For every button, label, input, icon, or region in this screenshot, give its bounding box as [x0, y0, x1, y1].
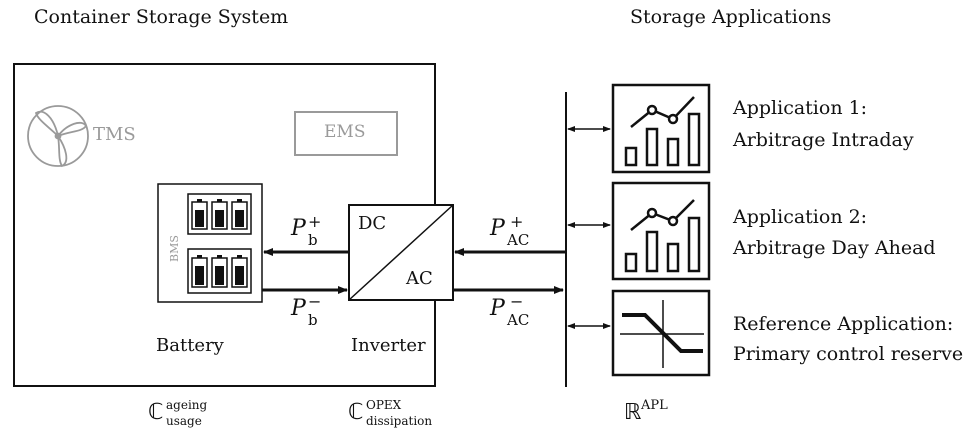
droop-curve-icon [620, 300, 704, 368]
application-2-box [611, 181, 711, 281]
r-apl-label: ℝ APL [624, 398, 668, 425]
reference-application-subtitle: Primary control reserve [733, 343, 964, 365]
application-2-title: Application 2: [733, 206, 868, 228]
bms-label: BMS [168, 235, 181, 262]
battery-box [157, 183, 263, 303]
storage-applications-title: Storage Applications [630, 6, 832, 28]
pac-plus-label: P + AC [490, 212, 530, 249]
pb-plus-label: P + b [291, 212, 322, 249]
pac-minus-label: P − AC [490, 292, 530, 329]
reference-application-title: Reference Application: [733, 313, 954, 335]
application-1-subtitle: Arbitrage Intraday [733, 129, 914, 151]
reference-application-box [611, 289, 711, 377]
inverter-ac-label: AC [406, 268, 433, 289]
ems-box [294, 111, 398, 156]
chart-icon [624, 96, 701, 167]
tms-label: TMS [93, 124, 136, 145]
battery-cells-bottom [191, 255, 248, 288]
c-ageing-usage-label: ℂ ageing usage [148, 398, 208, 428]
inverter-dc-label: DC [358, 213, 387, 234]
fan-icon [27, 105, 89, 168]
battery-label: Battery [156, 335, 224, 356]
application-2-subtitle: Arbitrage Day Ahead [733, 237, 936, 259]
chart-icon [624, 199, 701, 273]
application-1-title: Application 1: [733, 97, 868, 119]
pb-minus-label: P − b [291, 292, 322, 329]
container-system-title: Container Storage System [34, 6, 289, 28]
ems-label: EMS [324, 122, 366, 142]
battery-cells-top [191, 199, 248, 230]
inverter-label: Inverter [351, 335, 426, 356]
c-opex-dissipation-label: ℂ OPEX dissipation [348, 398, 433, 428]
application-1-box [611, 83, 711, 174]
